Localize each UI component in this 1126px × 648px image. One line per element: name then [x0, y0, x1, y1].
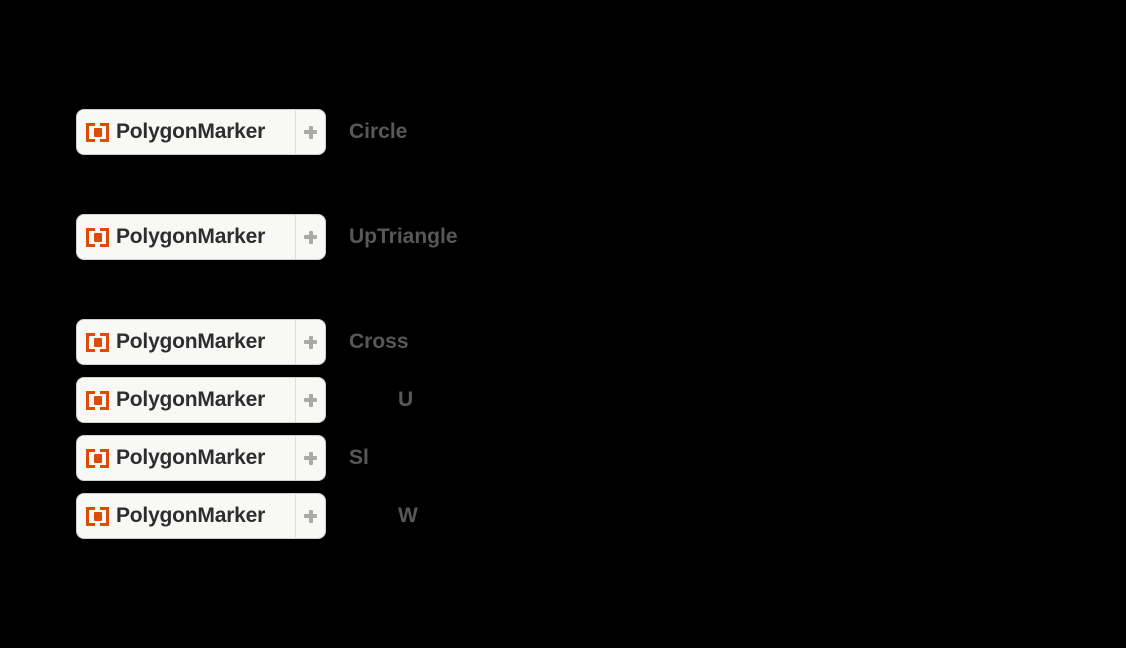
plus-icon	[304, 509, 317, 523]
plus-icon	[304, 451, 317, 465]
resource-function-button[interactable]: PolygonMarker	[76, 435, 326, 481]
code-row: PolygonMarker Sl	[0, 435, 1126, 481]
marker-name-label: Circle	[349, 120, 408, 143]
expander-button[interactable]	[295, 320, 325, 364]
marker-name-label: Cross	[349, 330, 409, 353]
resource-function-icon	[86, 332, 109, 352]
resource-function-icon	[86, 122, 109, 142]
expander-button[interactable]	[295, 110, 325, 154]
marker-name-label: W	[398, 504, 418, 527]
resource-function-icon	[86, 390, 109, 410]
resource-function-name: PolygonMarker	[116, 388, 266, 411]
resource-function-name: PolygonMarker	[116, 446, 266, 469]
plus-icon	[304, 393, 317, 407]
resource-function-button[interactable]: PolygonMarker	[76, 377, 326, 423]
code-row: PolygonMarker W	[0, 493, 1126, 539]
expander-button[interactable]	[295, 378, 325, 422]
resource-function-icon	[86, 227, 109, 247]
resource-function-name: PolygonMarker	[116, 330, 266, 353]
expander-button[interactable]	[295, 494, 325, 538]
resource-function-name: PolygonMarker	[116, 120, 266, 143]
resource-function-name: PolygonMarker	[116, 225, 266, 248]
resource-function-button[interactable]: PolygonMarker	[76, 214, 326, 260]
code-row: PolygonMarker U	[0, 377, 1126, 423]
resource-function-name: PolygonMarker	[116, 504, 266, 527]
marker-name-label: U	[398, 388, 414, 411]
resource-function-button[interactable]: PolygonMarker	[76, 109, 326, 155]
resource-function-button[interactable]: PolygonMarker	[76, 319, 326, 365]
resource-function-icon	[86, 506, 109, 526]
code-row: PolygonMarker UpTriangle	[0, 214, 1126, 260]
code-row: PolygonMarker Circle	[0, 109, 1126, 155]
plus-icon	[304, 230, 317, 244]
marker-name-label: Sl	[349, 446, 369, 469]
marker-name-label: UpTriangle	[349, 225, 458, 248]
expander-button[interactable]	[295, 436, 325, 480]
plus-icon	[304, 125, 317, 139]
expander-button[interactable]	[295, 215, 325, 259]
code-row: PolygonMarker Cross	[0, 319, 1126, 365]
resource-function-button[interactable]: PolygonMarker	[76, 493, 326, 539]
plus-icon	[304, 335, 317, 349]
resource-function-icon	[86, 448, 109, 468]
